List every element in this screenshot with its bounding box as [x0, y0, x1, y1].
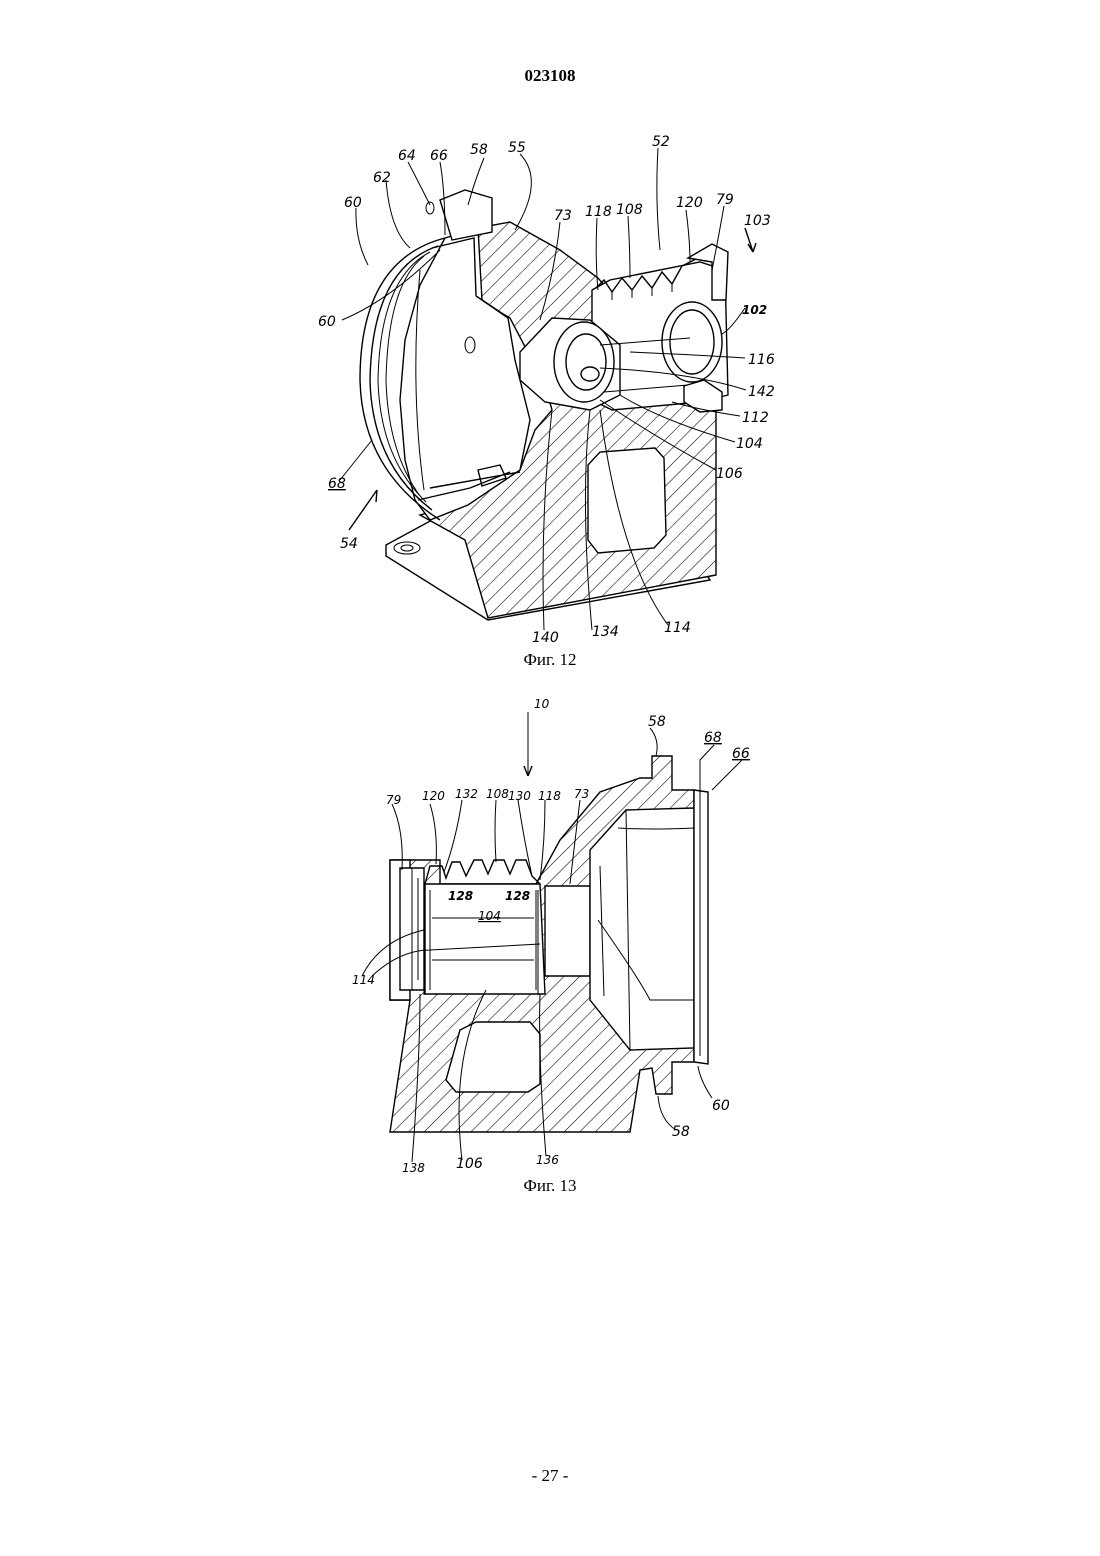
figure-13-caption: Фиг. 13 [0, 1176, 1100, 1196]
fig13-label-60: 60 [712, 1098, 730, 1114]
fig13-label-68: 68 [704, 730, 722, 746]
right-cavity [590, 808, 694, 1050]
fig13-label-108: 108 [486, 787, 509, 801]
fig13-label-73: 73 [574, 787, 589, 801]
fig13-label-104: 104 [478, 909, 501, 923]
fig13-label-66: 66 [732, 746, 750, 762]
fig13-label-128a: 128 [448, 889, 473, 903]
figure-13-drawing: 10 58 68 66 79 120 132 108 130 118 73 12… [0, 0, 1100, 1180]
fig13-label-10: 10 [534, 697, 550, 711]
fig13-label-58: 58 [648, 714, 666, 730]
fig13-label-79: 79 [386, 793, 401, 807]
fig13-label-128b: 128 [505, 889, 530, 903]
page-number: - 27 - [0, 1466, 1100, 1486]
fig13-label-120: 120 [422, 789, 445, 803]
fig13-label-130: 130 [508, 789, 531, 803]
fig13-label-138: 138 [402, 1161, 425, 1175]
fig13-label-132: 132 [455, 787, 478, 801]
fig13-label-58b: 58 [672, 1124, 690, 1140]
fig13-label-136: 136 [536, 1153, 559, 1167]
fig13-label-118: 118 [538, 789, 561, 803]
fig13-label-114: 114 [352, 973, 375, 987]
fig13-label-106: 106 [456, 1156, 483, 1172]
